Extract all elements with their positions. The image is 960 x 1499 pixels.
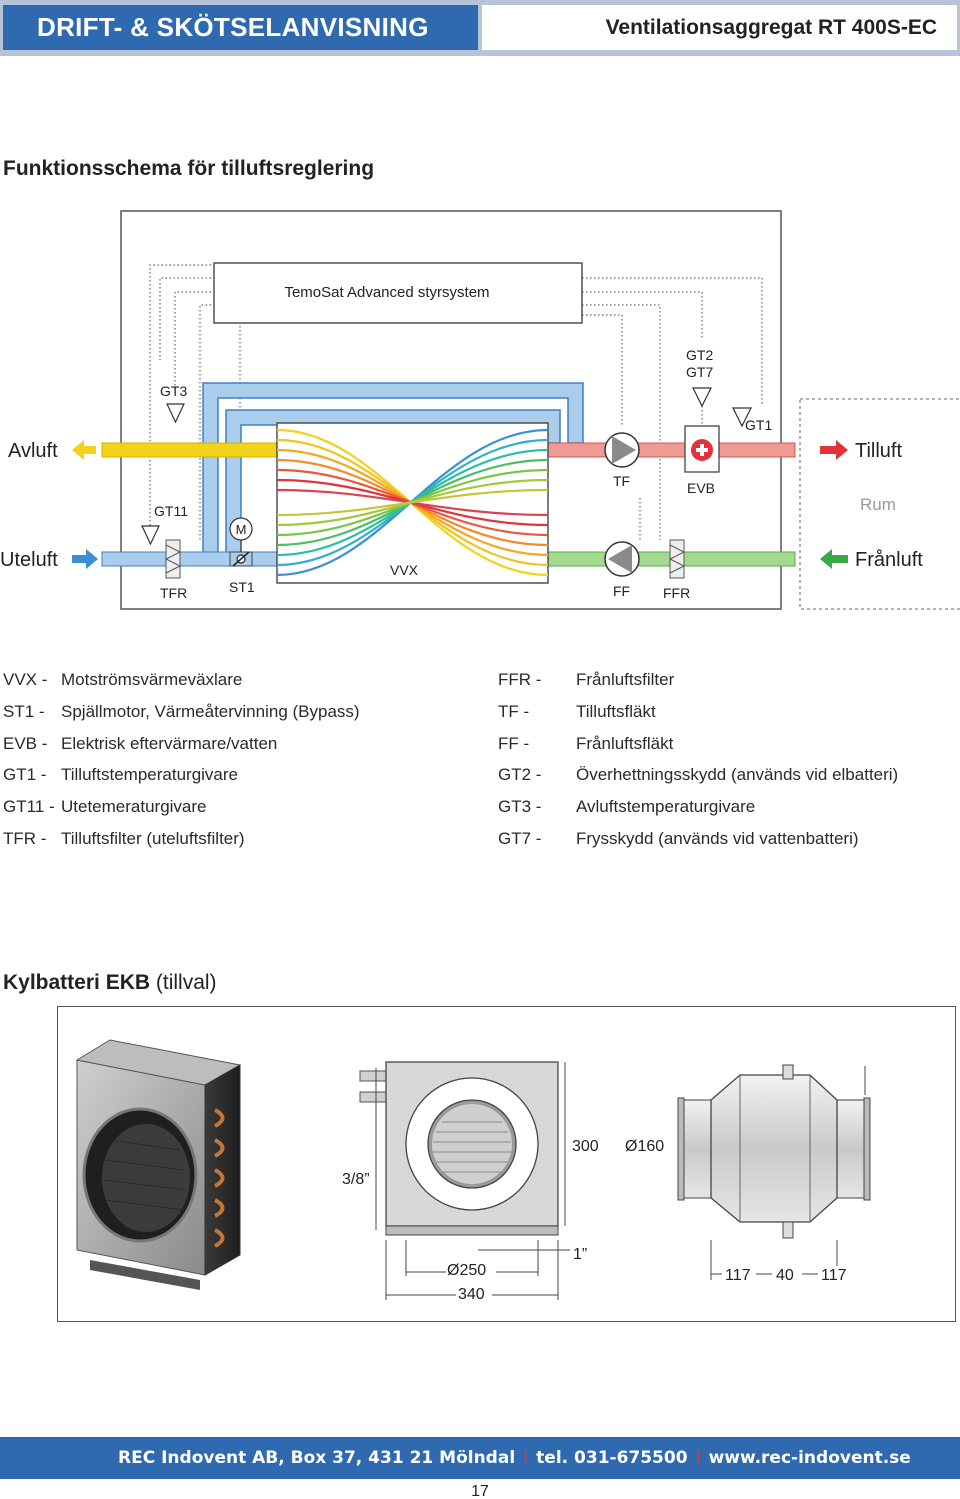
gt11-sensor-icon [141,525,160,546]
room-frame [799,398,960,610]
footer-website-link[interactable]: www.rec-indovent.se [708,1448,911,1468]
uteluft-arrow [72,549,98,569]
legend-item: FF -Frånluftsfläkt [498,733,674,753]
sensor-icons [141,387,752,546]
kylbatteri-section-title: Kylbatteri EKB (tillval) [3,971,217,994]
controller-box [213,262,583,324]
dim-117-right: 117 [821,1267,847,1284]
tf-fan-icon [604,432,640,468]
controller-label: TemoSat Advanced styrsystem [284,284,489,301]
kylbatteri-drawings: 3/8” Ø250 340 300 1” Ø160 117 40 117 [75,1039,871,1303]
footer-separator: I [523,1448,529,1468]
legend-item: FFR -Frånluftsfilter [498,670,675,689]
vvx-crossflow-lines [277,428,548,577]
legend-item: GT2 -Överhettningsskydd (används vid elb… [498,765,899,785]
cooling-coil-3d-image [75,1039,242,1290]
document-title: DRIFT- & SKÖTSELANVISNING [3,5,478,50]
legend-item: ST1 -Spjällmotor, Värmeåtervinning (Bypa… [3,701,360,721]
coil-front-view [359,1061,570,1300]
unit-frame [120,210,782,610]
coil-side-view [677,1064,871,1282]
legend-item: TF -Tilluftsfläkt [498,701,656,721]
ff-label: FF [613,583,630,599]
legend-left-column: VVX -Motströmsvärmeväxlare ST1 -Spjällmo… [3,668,360,859]
legend-item: GT11 -Utetemeraturgivare [3,797,207,817]
footer-company: REC Indovent AB, Box 37, 431 21 Mölndal [118,1448,516,1468]
legend-item: GT7 -Frysskydd (används vid vattenbatter… [498,828,859,848]
avluft-duct [101,442,278,458]
ff-fan-icon [604,541,640,577]
product-title: Ventilationsaggregat RT 400S-EC [482,5,957,50]
gt7-label: GT7 [686,364,713,380]
footer-separator: I [695,1448,701,1468]
tfr-filter [164,539,182,579]
legend-item: EVB -Elektrisk eftervärmare/vatten [3,733,278,753]
page-number: 17 [471,1483,489,1499]
gt1-sensor-icon [732,407,752,428]
legend-item: TFR -Tilluftsfilter (uteluftsfilter) [3,828,245,848]
dim-340: 340 [458,1286,485,1303]
schema-section-title: Funktionsschema för tilluftsreglering [3,157,375,180]
motor-icon [229,517,253,541]
tfr-label: TFR [160,585,187,601]
kylbatteri-frame [57,1006,956,1322]
dim-117-left: 117 [725,1267,751,1284]
gt3-sensor-icon [166,403,185,424]
legend-item: VVX -Motströmsvärmeväxlare [3,670,243,689]
tilluft-duct [547,442,796,458]
franluft-label: Frånluft [855,549,923,571]
gt11-label: GT11 [154,503,188,519]
tilluft-label: Tilluft [855,440,902,462]
ffr-label: FFR [663,585,690,601]
legend-right-column: FFR -Frånluftsfilter TF -Tilluftsfläkt F… [498,668,898,859]
page-header: DRIFT- & SKÖTSELANVISNING Ventilationsag… [0,0,960,56]
gt3-label: GT3 [160,383,187,399]
legend-item: GT1 -Tilluftstemperaturgivare [3,765,238,785]
gt2-label: GT2 [686,347,713,363]
legend-item: GT3 -Avluftstemperaturgivare [498,797,756,817]
dim-d250: Ø250 [447,1262,486,1279]
evb-label: EVB [687,480,715,496]
gt1-label: GT1 [745,417,772,433]
tf-label: TF [613,473,630,489]
st1-damper: M [229,517,253,567]
function-schema-diagram: TemoSat Advanced styrsystem [0,210,960,610]
rum-label: Rum [860,495,896,514]
dim-40: 40 [776,1267,794,1284]
dim-three-eighths: 3/8” [342,1171,370,1188]
dim-d160: Ø160 [625,1138,664,1155]
avluft-arrow [72,440,96,460]
avluft-label: Avluft [8,440,58,462]
franluft-arrow [820,549,848,569]
ffr-filter [668,539,686,579]
vvx-label: VVX [390,562,419,578]
dim-one-inch: 1” [573,1246,587,1263]
dim-300: 300 [572,1138,599,1155]
st1-label: ST1 [229,579,255,595]
footer-phone: tel. 031-675500 [536,1448,688,1468]
uteluft-label: Uteluft [0,549,58,571]
tilluft-arrow [820,440,848,460]
gt2-gt7-sensor-icon [692,387,712,408]
page-footer: REC Indovent AB, Box 37, 431 21 Mölndal I… [0,1437,960,1479]
svg-text:M: M [236,522,247,537]
evb-heater-icon [684,425,720,473]
